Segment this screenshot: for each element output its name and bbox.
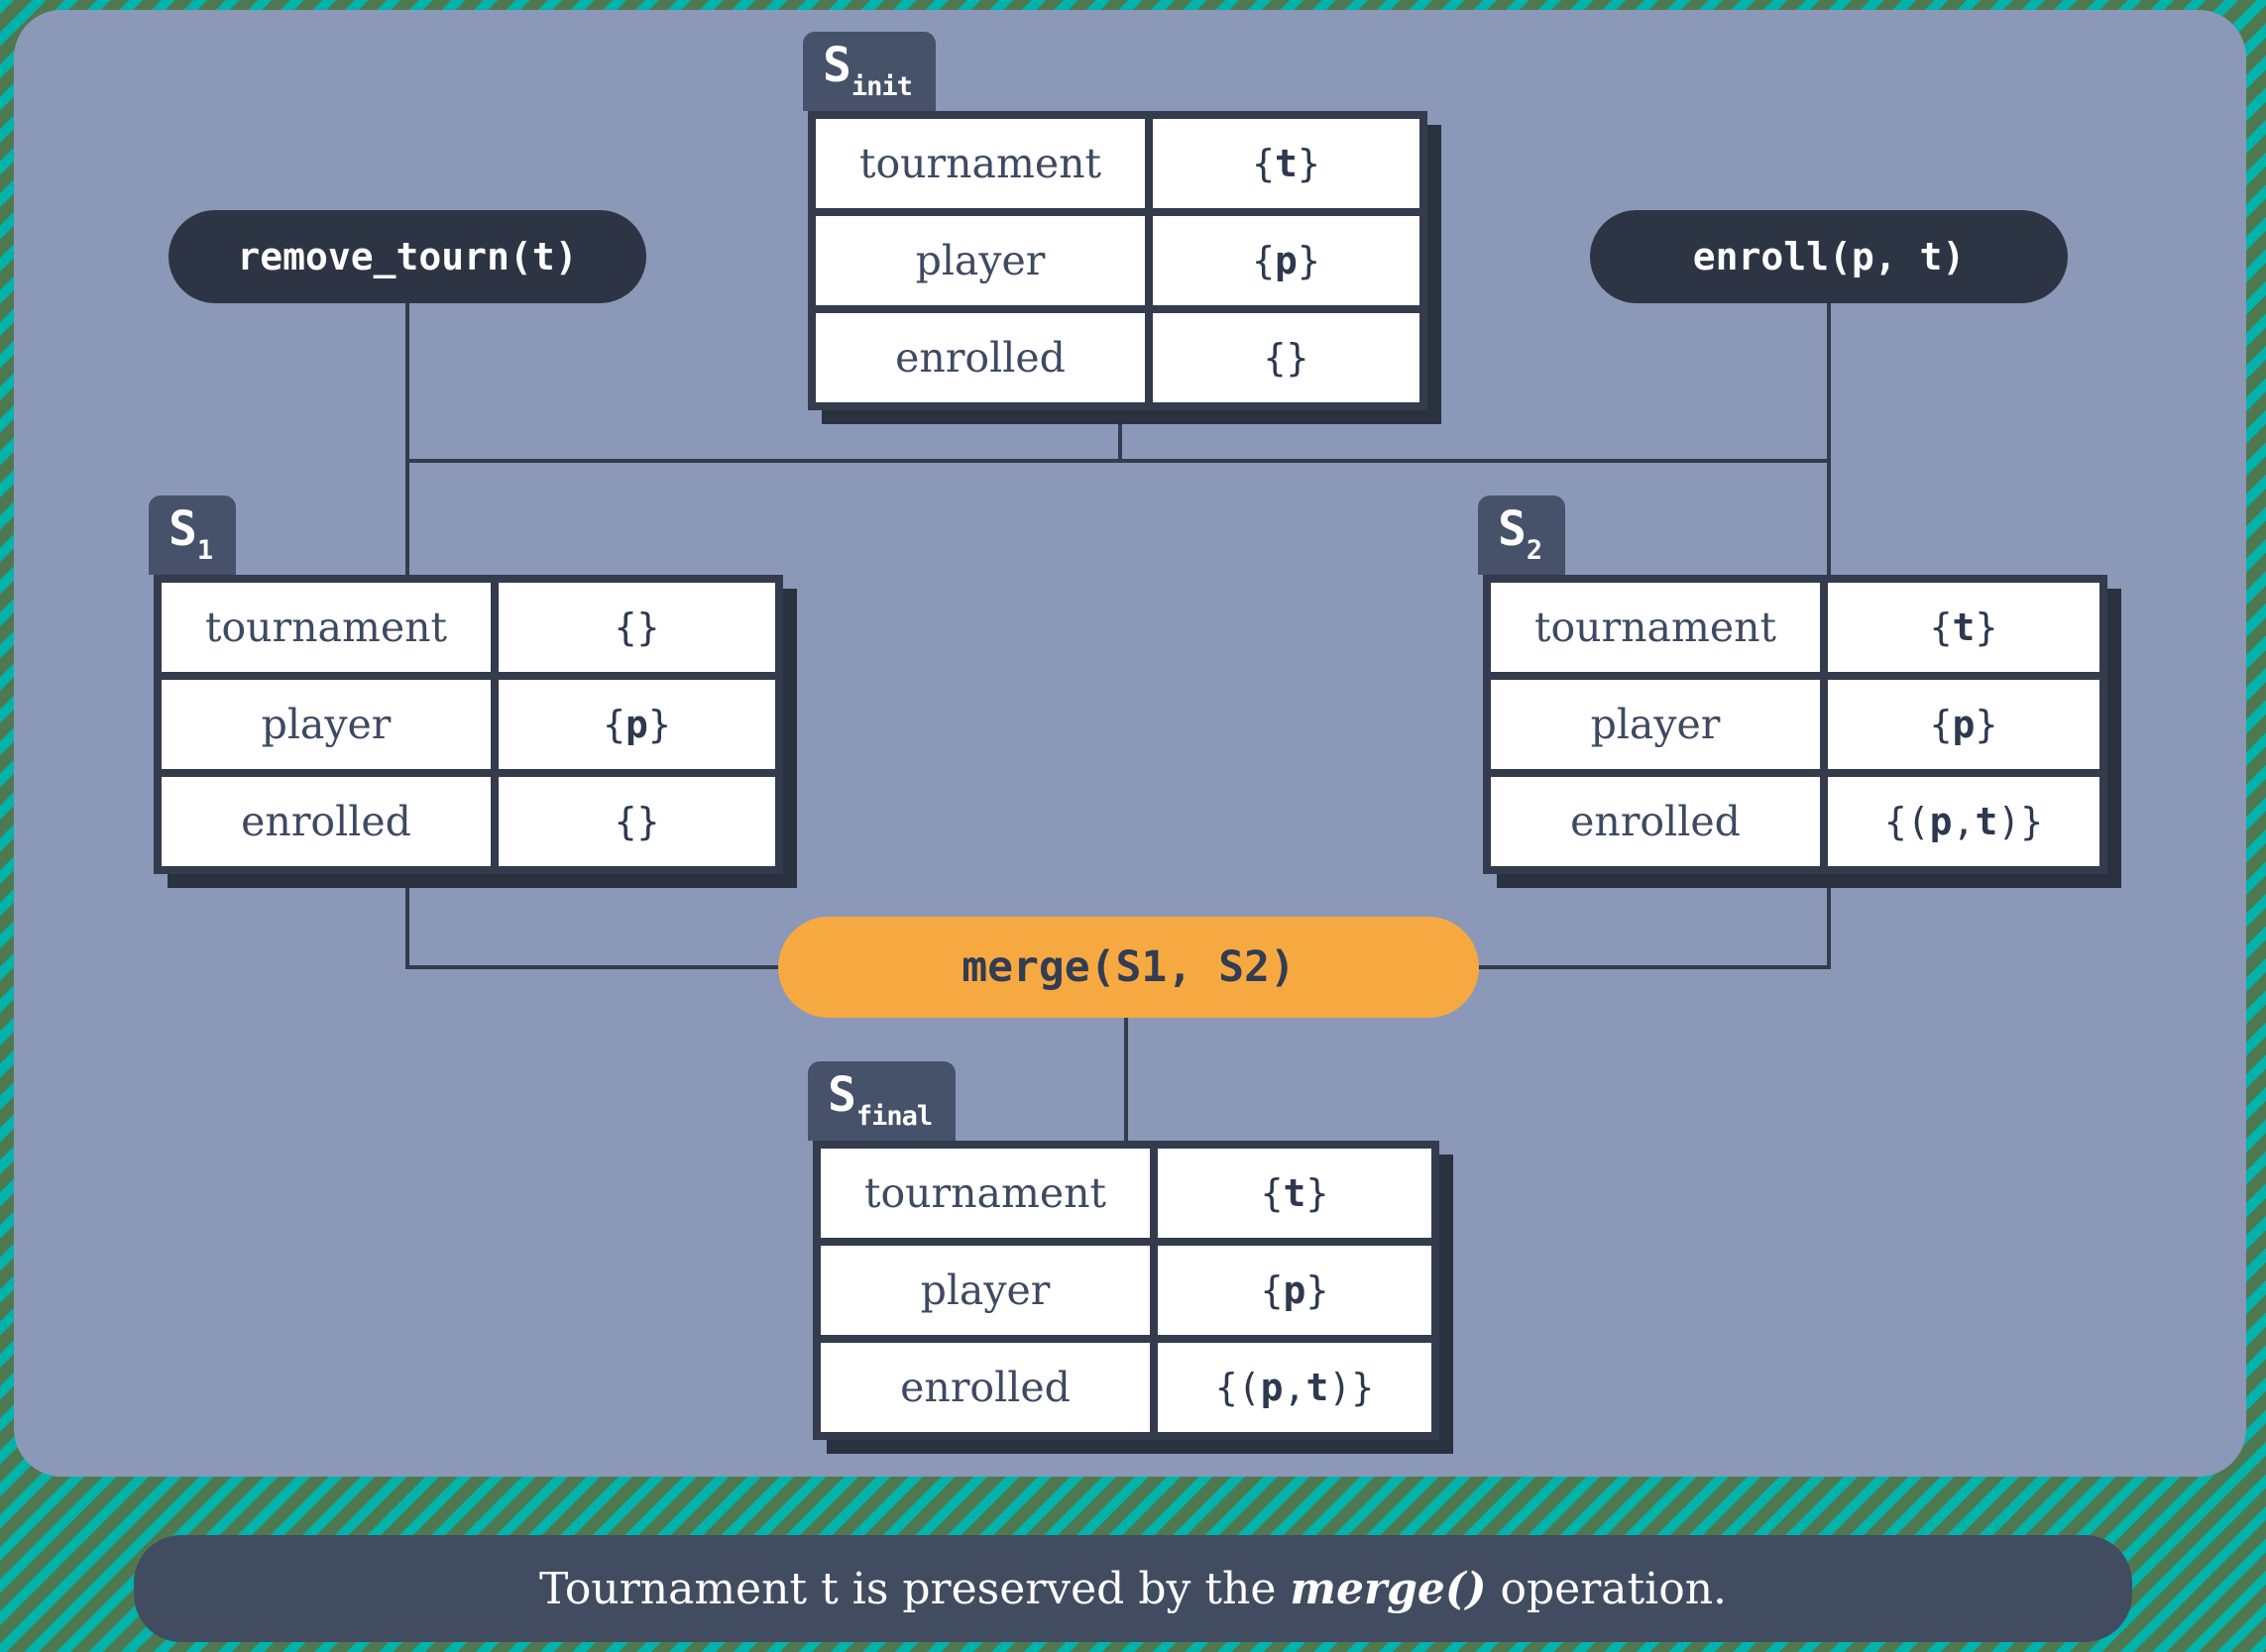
connector-init-drop	[1118, 408, 1122, 463]
row-value: {t}	[1828, 583, 2099, 672]
connector-merge-right	[1477, 965, 1831, 969]
row-value: {t}	[1158, 1149, 1431, 1238]
operation-label: merge(S1, S2)	[962, 942, 1296, 992]
state-grid: tournament {t} player {p} enrolled {(p, …	[1483, 575, 2107, 874]
row-label: player	[821, 1246, 1150, 1335]
row-value: {p}	[1828, 680, 2099, 769]
operation-pill-enroll: enroll(p, t)	[1590, 210, 2068, 303]
caption-text: operation.	[1486, 1563, 1728, 1614]
state-grid: tournament {t} player {p} enrolled {}	[808, 111, 1427, 410]
state-tab-letter: S	[828, 1067, 856, 1123]
connector-merge-left	[405, 965, 782, 969]
state-tab-subscript: init	[850, 71, 913, 102]
state-tab-subscript: 1	[196, 535, 213, 566]
state-tab-subscript: 2	[1526, 535, 1542, 566]
row-value: {p}	[1158, 1246, 1431, 1335]
row-label: tournament	[816, 119, 1145, 208]
state-tab-letter: S	[169, 501, 197, 557]
row-value: {(p, t)}	[1158, 1343, 1431, 1432]
row-value: {(p, t)}	[1828, 777, 2099, 866]
state-grid: tournament {} player {p} enrolled {}	[154, 575, 783, 874]
caption-emphasis: merge()	[1290, 1563, 1487, 1614]
caption-bar: Tournament t is preserved by the merge()…	[134, 1535, 2132, 1642]
row-value: {p}	[499, 680, 775, 769]
operation-label: remove_tourn(t)	[237, 235, 578, 278]
row-value: {p}	[1153, 216, 1419, 305]
connector-final-drop	[1124, 1018, 1128, 1144]
operation-pill-remove-tourn: remove_tourn(t)	[169, 210, 646, 303]
row-value: {}	[499, 583, 775, 672]
state-tab-letter: S	[823, 38, 851, 93]
row-label: player	[1491, 680, 1820, 769]
caption-text: Tournament t is preserved by the	[538, 1563, 1291, 1614]
row-label: enrolled	[162, 777, 491, 866]
row-value: {}	[499, 777, 775, 866]
row-label: player	[816, 216, 1145, 305]
row-label: player	[162, 680, 491, 769]
row-value: {}	[1153, 313, 1419, 402]
row-label: tournament	[1491, 583, 1820, 672]
state-grid: tournament {t} player {p} enrolled {(p, …	[813, 1141, 1439, 1440]
row-label: tournament	[162, 583, 491, 672]
state-tab-subscript: final	[855, 1101, 933, 1132]
operation-pill-merge: merge(S1, S2)	[778, 917, 1479, 1018]
row-label: enrolled	[816, 313, 1145, 402]
state-tab-letter: S	[1498, 501, 1527, 557]
row-value: {t}	[1153, 119, 1419, 208]
row-label: enrolled	[1491, 777, 1820, 866]
row-label: enrolled	[821, 1343, 1150, 1432]
operation-label: enroll(p, t)	[1692, 235, 1966, 278]
row-label: tournament	[821, 1149, 1150, 1238]
